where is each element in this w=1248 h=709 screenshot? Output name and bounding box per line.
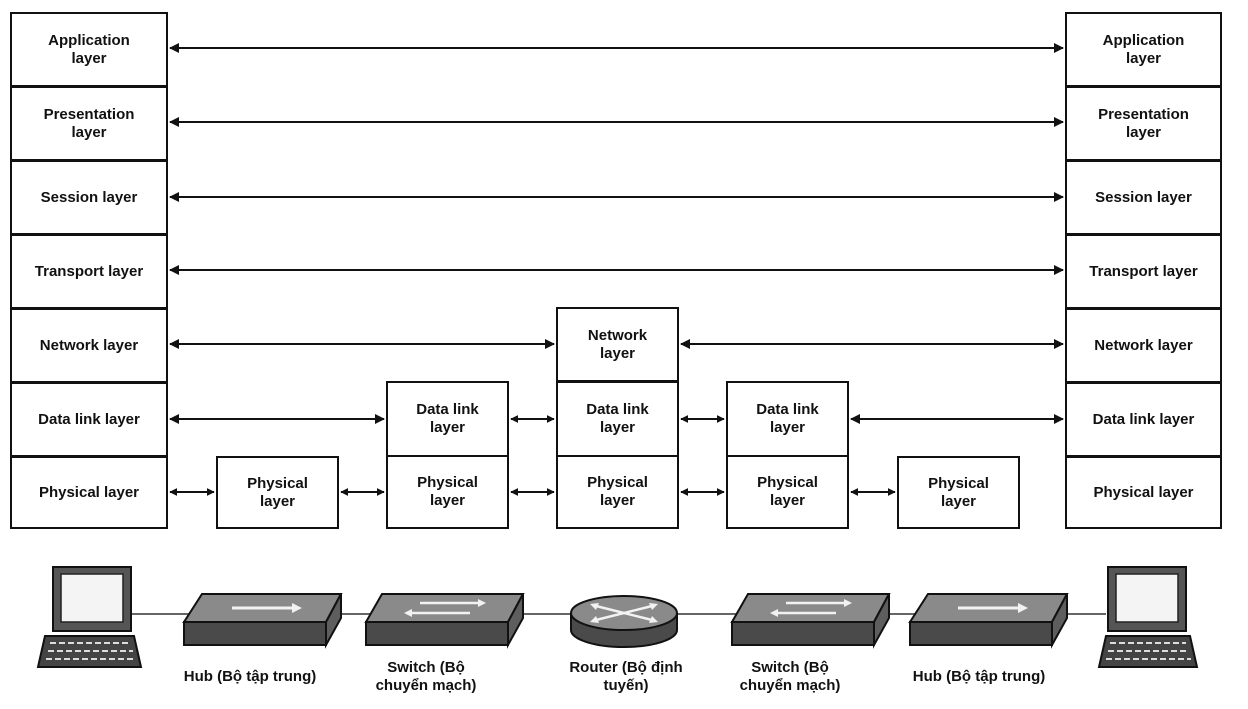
router-physical-layer: Physical layer — [556, 455, 679, 529]
switch-icon — [364, 593, 525, 649]
switch1-datalink-layer: Data link layer — [386, 381, 509, 457]
switch2-datalink-layer: Data link layer — [726, 381, 849, 457]
left-physical-layer: Physical layer — [10, 456, 168, 529]
switch2-caption: Switch (Bộ chuyển mạch) — [739, 659, 841, 694]
hub-icon — [908, 593, 1069, 649]
computer-icon — [1097, 566, 1199, 668]
right-transport-layer: Transport layer — [1065, 234, 1222, 309]
left-transport-layer: Transport layer — [10, 234, 168, 309]
left-application-layer: Application layer — [10, 12, 168, 87]
left-network-layer: Network layer — [10, 308, 168, 383]
left-datalink-layer: Data link layer — [10, 382, 168, 457]
switch2-physical-layer: Physical layer — [726, 455, 849, 529]
router-datalink-layer: Data link layer — [556, 381, 679, 457]
hub1-caption: Hub (Bộ tập trung) — [183, 668, 317, 685]
router-icon — [570, 595, 678, 648]
hub1-physical-layer: Physical layer — [216, 456, 339, 529]
right-application-layer: Application layer — [1065, 12, 1222, 87]
switch1-caption: Switch (Bộ chuyển mạch) — [375, 659, 477, 694]
right-presentation-layer: Presentation layer — [1065, 86, 1222, 161]
router-network-layer: Network layer — [556, 307, 679, 382]
router-caption: Router (Bộ định tuyến) — [569, 659, 683, 694]
computer-icon — [36, 566, 143, 668]
hub2-caption: Hub (Bộ tập trung) — [912, 668, 1046, 685]
switch1-physical-layer: Physical layer — [386, 455, 509, 529]
right-physical-layer: Physical layer — [1065, 456, 1222, 529]
hub-icon — [182, 593, 343, 649]
switch-icon — [730, 593, 891, 649]
hub2-physical-layer: Physical layer — [897, 456, 1020, 529]
left-presentation-layer: Presentation layer — [10, 86, 168, 161]
left-session-layer: Session layer — [10, 160, 168, 235]
